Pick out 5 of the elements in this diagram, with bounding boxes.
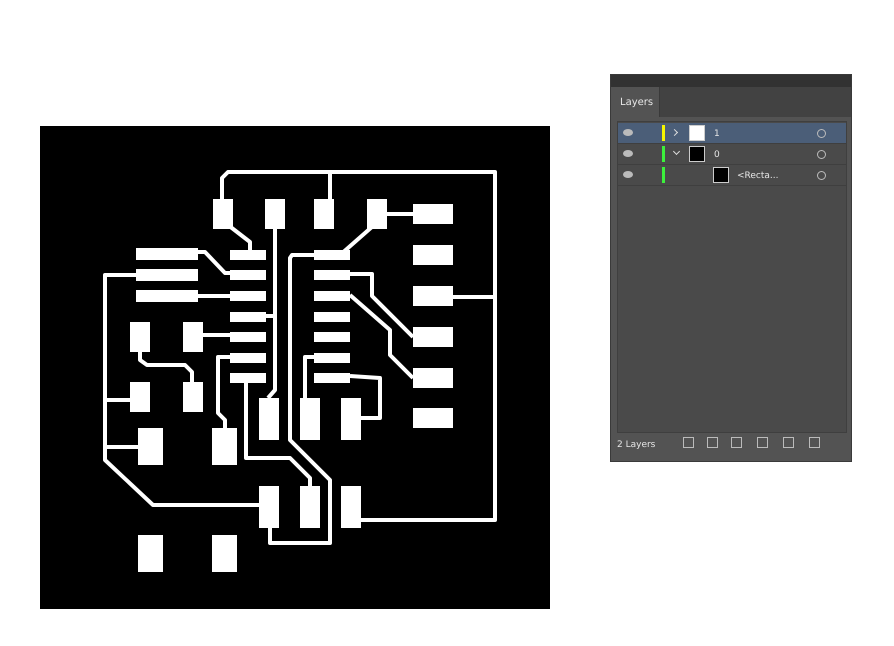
panel-tab-label: Layers [620,97,654,109]
layer-count: 2 Layers [617,439,656,451]
layer-name: 1 [714,128,720,140]
layer-name: <Recta... [737,170,779,182]
layer-name: 0 [714,149,720,161]
